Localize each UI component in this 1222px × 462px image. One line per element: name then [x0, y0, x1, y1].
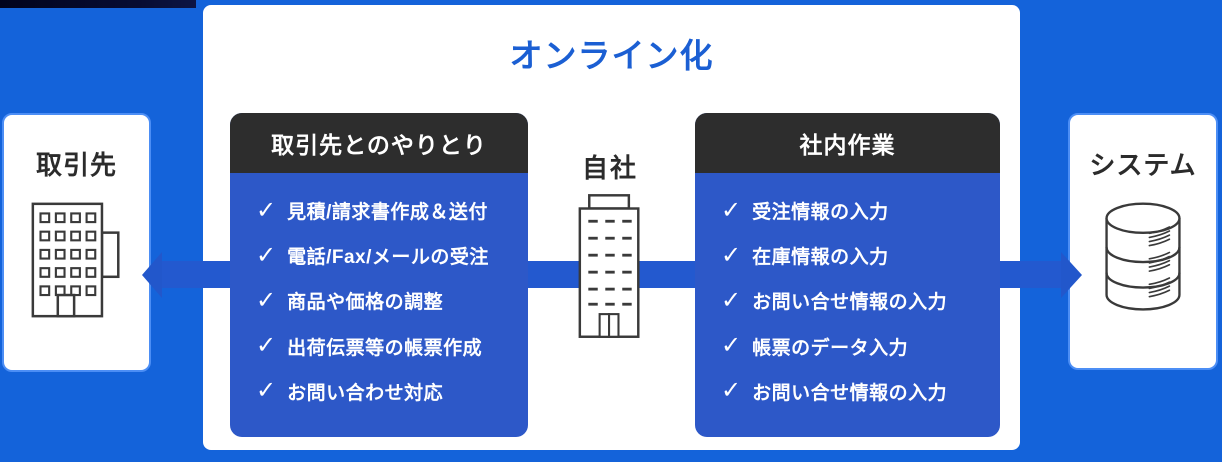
checklist-item: ✓ 電話/Fax/メールの受注: [256, 242, 528, 269]
checklist-item-label: 在庫情報の入力: [752, 247, 889, 269]
arrow-left-icon: [142, 252, 162, 298]
checklist-item-label: 受注情報の入力: [752, 202, 889, 224]
checklist-item: ✓ お問い合せ情報の入力: [721, 287, 1000, 314]
top-navy-bar: [0, 0, 196, 8]
checklist-item: ✓ 出荷伝票等の帳票作成: [256, 333, 528, 360]
company-node-label: 自社: [581, 153, 638, 183]
partner-node-label: 取引先: [35, 150, 117, 180]
checklist-item-label: お問い合せ情報の入力: [752, 382, 948, 404]
check-icon: ✓: [721, 241, 742, 269]
arrow-to-system-shaft: [1000, 261, 1063, 288]
office-building-icon: [29, 200, 125, 320]
checklist-item-label: 出荷伝票等の帳票作成: [287, 337, 483, 359]
system-node-label: システム: [1089, 150, 1197, 180]
partner-task-card: 取引先とのやりとり ✓ 見積/請求書作成＆送付 ✓ 電話/Fax/メールの受注 …: [230, 113, 528, 437]
internal-card-body: ✓ 受注情報の入力 ✓ 在庫情報の入力 ✓ お問い合せ情報の入力 ✓ 帳票のデー…: [695, 173, 1000, 437]
checklist-item: ✓ お問い合わせ対応: [256, 378, 528, 405]
check-icon: ✓: [256, 196, 277, 224]
check-icon: ✓: [721, 286, 742, 314]
checklist-item-label: 電話/Fax/メールの受注: [287, 247, 489, 269]
system-node-card: システム: [1068, 113, 1218, 370]
checklist-item: ✓ 受注情報の入力: [721, 197, 1000, 224]
partner-node-card: 取引先: [2, 113, 151, 372]
arrow-to-partner-shaft: [160, 261, 232, 288]
check-icon: ✓: [256, 286, 277, 314]
checklist-item-label: お問い合わせ対応: [287, 382, 444, 404]
checklist-item: ✓ 在庫情報の入力: [721, 242, 1000, 269]
checklist-item: ✓ 帳票のデータ入力: [721, 333, 1000, 360]
company-building-icon: [577, 193, 643, 340]
check-icon: ✓: [721, 196, 742, 224]
check-icon: ✓: [256, 332, 277, 360]
checklist-item-label: 帳票のデータ入力: [752, 337, 909, 359]
checklist-item-label: お問い合せ情報の入力: [752, 292, 948, 314]
checklist-item: ✓ お問い合せ情報の入力: [721, 378, 1000, 405]
checklist-item: ✓ 商品や価格の調整: [256, 287, 528, 314]
check-icon: ✓: [256, 241, 277, 269]
checklist-item: ✓ 見積/請求書作成＆送付: [256, 197, 528, 224]
check-icon: ✓: [721, 332, 742, 360]
check-icon: ✓: [256, 377, 277, 405]
partner-card-body: ✓ 見積/請求書作成＆送付 ✓ 電話/Fax/メールの受注 ✓ 商品や価格の調整…: [230, 173, 528, 437]
arrow-right-icon: [1061, 252, 1082, 298]
internal-card-header: 社内作業: [695, 113, 1000, 173]
database-icon: [1102, 200, 1184, 314]
partner-card-header: 取引先とのやりとり: [230, 113, 528, 173]
internal-task-card: 社内作業 ✓ 受注情報の入力 ✓ 在庫情報の入力 ✓ お問い合せ情報の入力 ✓ …: [695, 113, 1000, 437]
checklist-item-label: 見積/請求書作成＆送付: [287, 202, 488, 224]
check-icon: ✓: [721, 377, 742, 405]
checklist-item-label: 商品や価格の調整: [287, 292, 444, 314]
panel-title: オンライン化: [509, 37, 714, 74]
company-node: 自社: [555, 148, 665, 340]
